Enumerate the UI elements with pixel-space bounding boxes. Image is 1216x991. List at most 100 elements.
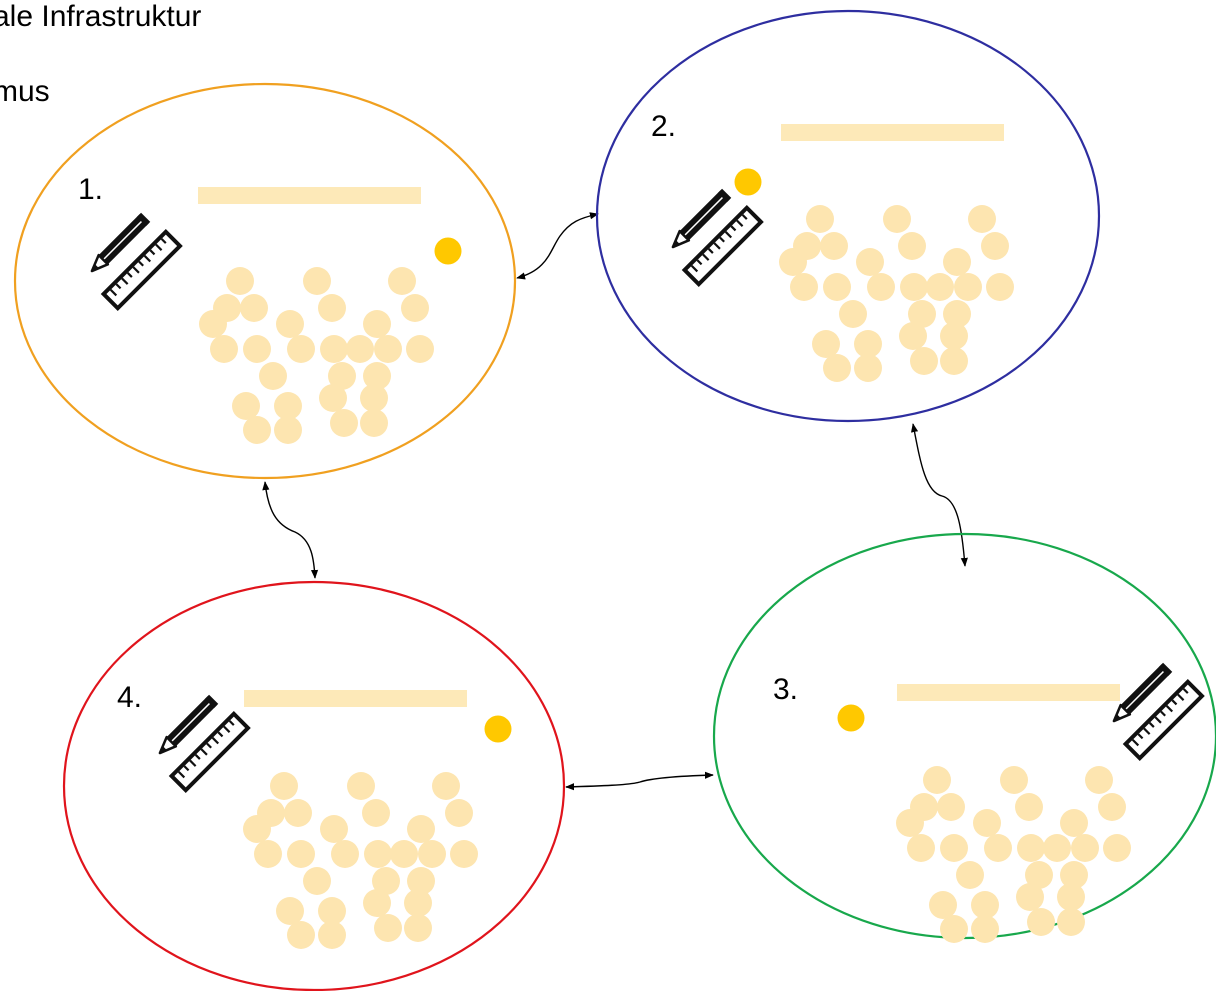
node-3-people-cluster xyxy=(896,766,1131,943)
person-dot xyxy=(276,310,304,338)
person-dot xyxy=(867,273,895,301)
person-dot xyxy=(1016,883,1044,911)
person-dot xyxy=(418,840,446,868)
person-dot xyxy=(360,409,388,437)
node-4-people-cluster xyxy=(243,772,478,949)
person-dot xyxy=(319,384,347,412)
person-dot xyxy=(1015,793,1043,821)
person-dot xyxy=(330,409,358,437)
node-4-label: 4. xyxy=(117,681,142,714)
person-dot xyxy=(940,834,968,862)
person-dot xyxy=(404,914,432,942)
person-dot xyxy=(940,322,968,350)
person-dot xyxy=(407,867,435,895)
person-dot xyxy=(923,766,951,794)
node-3: 3. xyxy=(712,532,1216,943)
header-line-2: mus xyxy=(0,75,50,108)
node-2-title-bar xyxy=(781,124,1004,141)
person-dot xyxy=(270,772,298,800)
person-dot xyxy=(363,310,391,338)
node-3-accent-dot xyxy=(837,704,865,732)
person-dot xyxy=(954,273,982,301)
person-dot xyxy=(401,294,429,322)
node-2-circle xyxy=(595,9,1101,423)
person-dot xyxy=(346,335,374,363)
arrow-1-to-2 xyxy=(516,212,599,280)
person-dot xyxy=(287,840,315,868)
person-dot xyxy=(900,273,928,301)
connector-arrows xyxy=(262,212,968,791)
person-dot xyxy=(908,300,936,328)
arrow-2-to-3 xyxy=(911,423,968,567)
person-dot xyxy=(210,335,238,363)
node-4: 4. xyxy=(62,580,566,991)
node-1-circle xyxy=(13,82,517,480)
node-4-circle xyxy=(62,580,566,991)
person-dot xyxy=(407,815,435,843)
person-dot xyxy=(956,861,984,889)
node-3-title-bar xyxy=(897,684,1120,701)
node-1-accent-dot xyxy=(434,237,462,265)
person-dot xyxy=(968,205,996,233)
person-dot xyxy=(981,232,1009,260)
person-dot xyxy=(254,840,282,868)
person-dot xyxy=(940,347,968,375)
person-dot xyxy=(1025,861,1053,889)
person-dot xyxy=(406,335,434,363)
person-dot xyxy=(1043,834,1071,862)
person-dot xyxy=(910,347,938,375)
person-dot xyxy=(363,362,391,390)
person-dot xyxy=(318,897,346,925)
person-dot xyxy=(372,867,400,895)
person-dot xyxy=(1060,861,1088,889)
person-dot xyxy=(806,205,834,233)
arrow-4-to-1 xyxy=(262,481,319,579)
pencil-ruler-icon xyxy=(79,207,182,311)
person-dot xyxy=(320,815,348,843)
person-dot xyxy=(243,335,271,363)
person-dot xyxy=(899,322,927,350)
node-1-label: 1. xyxy=(78,173,103,206)
pencil-ruler-icon xyxy=(660,183,763,287)
person-dot xyxy=(973,809,1001,837)
person-dot xyxy=(390,840,418,868)
node-1-people-cluster xyxy=(199,267,434,444)
node-2-people-cluster xyxy=(779,205,1014,382)
person-dot xyxy=(854,330,882,358)
node-4-title-bar xyxy=(244,690,467,707)
person-dot xyxy=(276,897,304,925)
person-dot xyxy=(823,273,851,301)
person-dot xyxy=(388,267,416,295)
person-dot xyxy=(318,294,346,322)
node-4-accent-dot xyxy=(484,715,512,743)
person-dot xyxy=(926,273,954,301)
node-2: 2. xyxy=(595,9,1101,423)
person-dot xyxy=(943,300,971,328)
person-dot xyxy=(839,300,867,328)
person-dot xyxy=(971,891,999,919)
node-circles: 1. 2. 3. 4. xyxy=(13,9,1216,991)
person-dot xyxy=(779,248,807,276)
pencil-ruler-icon xyxy=(147,689,250,793)
person-dot xyxy=(937,793,965,821)
person-dot xyxy=(432,772,460,800)
person-dot xyxy=(404,889,432,917)
person-dot xyxy=(812,330,840,358)
person-dot xyxy=(971,915,999,943)
person-dot xyxy=(328,362,356,390)
person-dot xyxy=(363,889,391,917)
person-dot xyxy=(1017,834,1045,862)
person-dot xyxy=(364,840,392,868)
person-dot xyxy=(445,799,473,827)
person-dot xyxy=(303,267,331,295)
person-dot xyxy=(1071,834,1099,862)
node-3-circle xyxy=(712,532,1216,940)
person-dot xyxy=(320,335,348,363)
person-dot xyxy=(1060,809,1088,837)
node-1: 1. xyxy=(13,82,517,480)
person-dot xyxy=(986,273,1014,301)
person-dot xyxy=(1098,793,1126,821)
person-dot xyxy=(259,362,287,390)
person-dot xyxy=(856,248,884,276)
node-3-label: 3. xyxy=(773,673,798,706)
